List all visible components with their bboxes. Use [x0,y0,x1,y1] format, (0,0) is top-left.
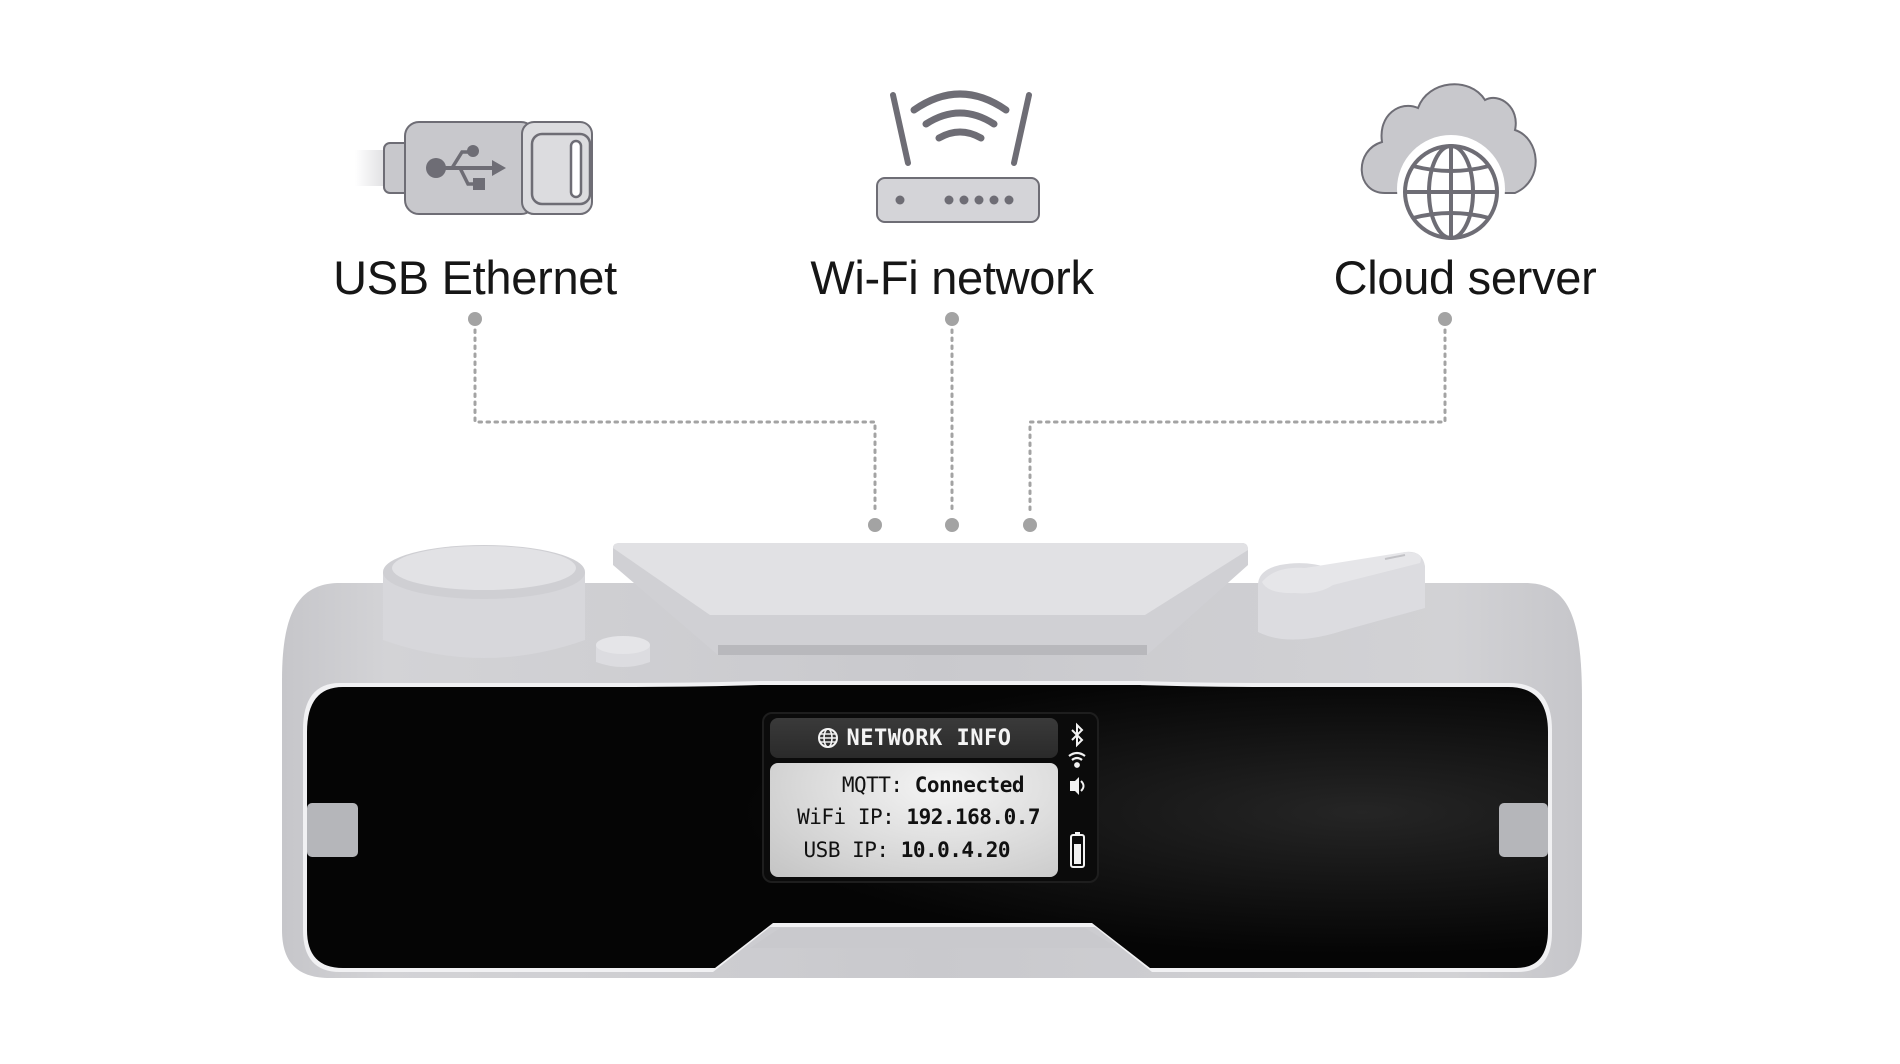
battery-icon [1070,832,1085,868]
row-key: WiFi IP: [797,805,895,829]
row-value: 10.0.4.20 [900,838,1011,862]
speaker-icon [1070,777,1085,795]
connector-usb [468,312,882,532]
row-value: Connected [914,773,1025,797]
globe-icon [817,728,838,748]
screen-title: NETWORK INFO [846,725,1012,751]
small-button[interactable] [596,636,650,667]
lever-switch[interactable] [1258,551,1425,640]
usb-plug-icon [355,121,593,215]
mode-dial[interactable] [383,545,585,658]
hot-shoe [613,543,1248,655]
screen-row-wifi-ip: WiFi IP: 192.168.0.7 [797,805,1040,829]
wifi-icon [1068,751,1086,768]
device [282,543,1582,978]
screen-header: NETWORK INFO [770,718,1058,758]
screen-row-usb-ip: USB IP: 10.0.4.20 [803,838,1011,862]
row-key: USB IP: [803,838,890,862]
screen-row-mqtt: MQTT: Connected [841,773,1025,797]
connector-wifi [945,312,959,532]
row-value: 192.168.0.7 [906,805,1040,829]
wifi-router-icon [876,90,1040,223]
bluetooth-icon [1071,722,1084,748]
left-strap-tab [307,803,358,857]
connector-cloud [1023,312,1452,532]
right-strap-tab [1499,803,1548,857]
label-wifi-network: Wi-Fi network [810,251,1094,304]
label-usb-ethernet: USB Ethernet [333,251,617,304]
cloud-globe-icon [1360,83,1537,243]
row-key: MQTT: [841,773,903,797]
screen-info-panel: MQTT: Connected WiFi IP: 192.168.0.7 USB… [770,763,1058,877]
label-cloud-server: Cloud server [1333,251,1597,304]
